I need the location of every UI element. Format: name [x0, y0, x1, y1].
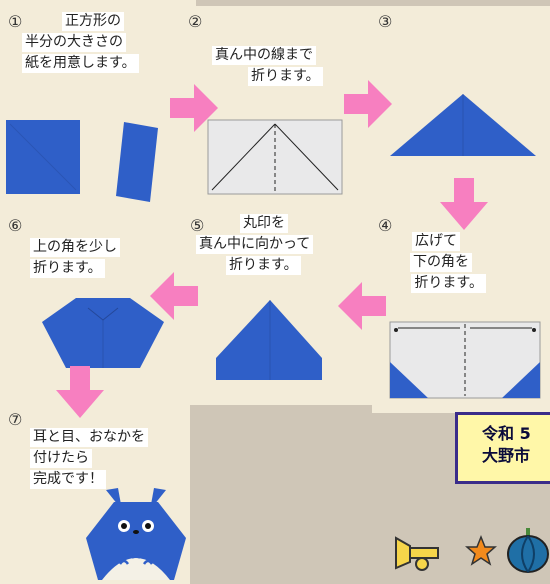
step-3-triangle-paper	[390, 94, 536, 156]
step-5-line-1: 丸印を	[240, 214, 288, 233]
step-1-number: ①	[8, 12, 23, 31]
step-7-caption: 耳と目、おなかを 付けたら 完成です！	[30, 428, 148, 491]
step-2-folding-diagram	[207, 119, 343, 195]
step-5-caption: 丸印を 真ん中に向かって 折ります。	[196, 214, 314, 277]
step-4-line-1: 広げて	[412, 232, 460, 251]
step-1-caption: 正方形の 半分の大きさの 紙を用意します。	[22, 12, 139, 75]
arrow-step3-to-step4	[440, 178, 488, 230]
step-5-number: ⑤	[190, 216, 205, 235]
arrow-step1-to-step2	[170, 84, 218, 132]
star-icon	[465, 534, 497, 566]
notice-line-1: 令和 5	[482, 424, 531, 443]
step-7-number: ⑦	[8, 410, 23, 429]
notice-board: 令和 5 大野市	[455, 412, 550, 484]
pumpkin-icon	[507, 528, 549, 573]
trumpet-icon	[395, 536, 439, 571]
step-1-line-3: 紙を用意します。	[22, 54, 139, 73]
notice-line-2: 大野市	[482, 446, 531, 465]
arrow-step4-to-step5	[338, 282, 386, 330]
step-6-caption: 上の角を少し 折ります。	[30, 238, 120, 280]
step-3-number: ③	[378, 12, 393, 31]
step-4-line-3: 折ります。	[411, 274, 486, 293]
step-4-line-2: 下の角を	[410, 253, 472, 272]
step-5-folded-paper	[216, 300, 322, 380]
step-5-line-2: 真ん中に向かって	[196, 235, 314, 254]
step-1-half-paper	[116, 122, 158, 202]
step-6-folded-paper	[42, 298, 164, 368]
arrow-step2-to-step3	[344, 80, 392, 128]
step-4-folding-diagram	[389, 321, 541, 399]
step-1-line-1: 正方形の	[62, 12, 124, 31]
step-2-line-2: 折ります。	[248, 67, 323, 86]
step-6-line-2: 折ります。	[30, 259, 105, 278]
step-7-line-1: 耳と目、おなかを	[30, 428, 148, 447]
step-1-square-paper	[6, 120, 80, 194]
step-1-line-2: 半分の大きさの	[22, 33, 126, 52]
step-5-line-3: 折ります。	[226, 256, 301, 275]
arrow-step5-to-step6	[150, 272, 198, 320]
step-4-caption: 広げて 下の角を 折ります。	[410, 232, 486, 295]
step-2-caption: 真ん中の線まで 折ります。	[212, 46, 323, 88]
step-7-line-2: 付けたら	[30, 449, 92, 468]
totoro-origami-figure	[86, 488, 186, 580]
step-7-line-3: 完成です！	[30, 470, 106, 489]
step-2-number: ②	[188, 12, 203, 31]
step-4-number: ④	[378, 216, 393, 235]
arrow-step6-to-step7	[56, 366, 104, 418]
step-6-number: ⑥	[8, 216, 23, 235]
step-2-line-1: 真ん中の線まで	[212, 46, 316, 65]
step-6-line-1: 上の角を少し	[30, 238, 120, 257]
